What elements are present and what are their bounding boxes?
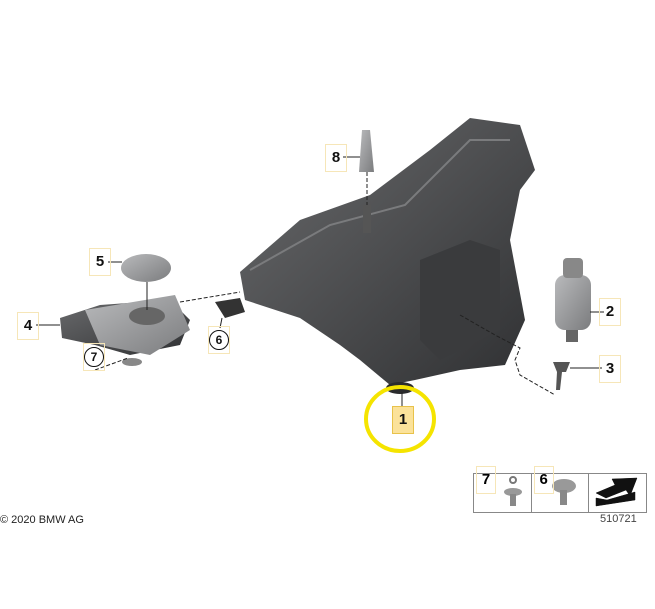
rivet-glyph	[504, 476, 522, 506]
direction-arrow-glyph	[595, 477, 638, 507]
legend-cell-direction	[589, 474, 646, 512]
diagram-number: 510721	[600, 513, 637, 525]
callout-5[interactable]: 5	[89, 248, 111, 276]
callout-1[interactable]: 1	[392, 406, 414, 434]
legend-number: 6	[533, 466, 554, 494]
small-parts-legend: 7 6	[473, 466, 647, 513]
bolt-glyph	[552, 479, 576, 505]
callout-7-text: 7	[84, 347, 104, 367]
legend-cell-6[interactable]: 6	[532, 466, 590, 512]
cap-shape	[121, 254, 171, 282]
legend-cell-7[interactable]: 7	[474, 466, 532, 512]
pump-shape	[555, 275, 591, 330]
callout-3[interactable]: 3	[599, 355, 621, 383]
callout-7[interactable]: 7	[83, 343, 105, 371]
nozzle-shape	[359, 130, 374, 172]
callout-8[interactable]: 8	[325, 144, 347, 172]
callout-4[interactable]: 4	[17, 312, 39, 340]
callout-6[interactable]: 6	[208, 326, 230, 354]
highlight-circle	[364, 385, 436, 453]
callout-2[interactable]: 2	[599, 298, 621, 326]
copyright-text: © 2020 BMW AG	[0, 514, 84, 526]
legend-number: 7	[476, 466, 496, 494]
callout-6-text: 6	[209, 330, 229, 350]
